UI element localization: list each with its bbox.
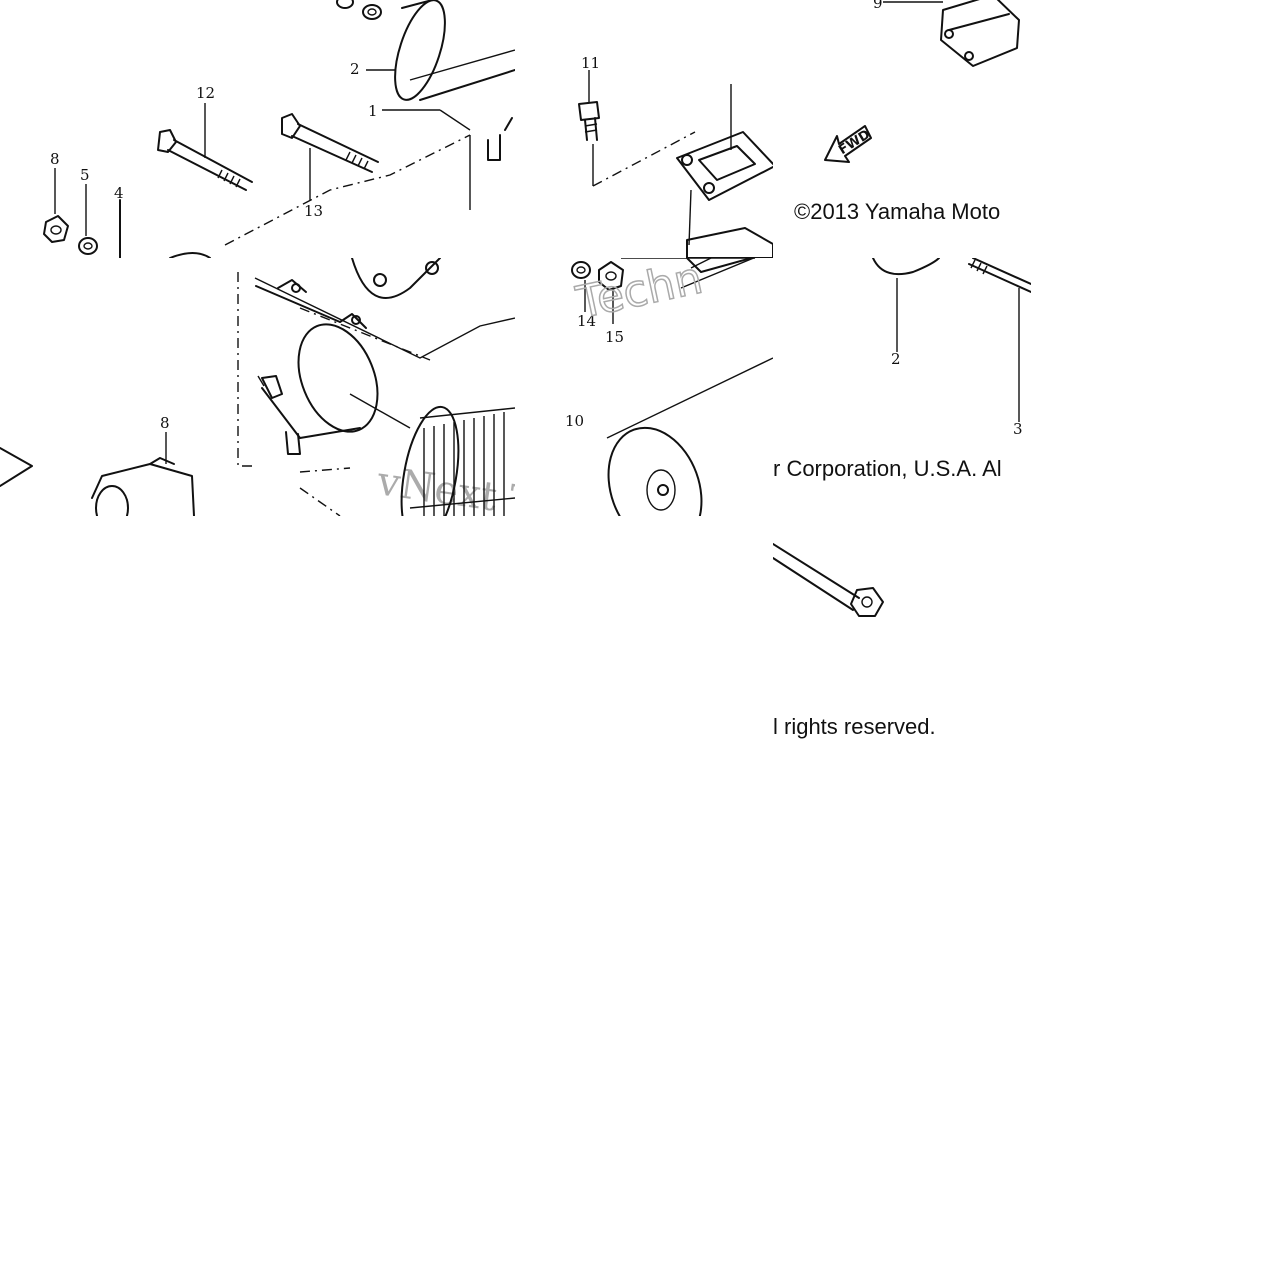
callout-10: 10 — [565, 412, 584, 430]
copyright-line-1: ©2013 Yamaha Moto — [794, 199, 1001, 224]
bolt-12 — [157, 129, 253, 191]
bolt-11 — [578, 101, 600, 141]
filter-element-10 — [400, 405, 515, 516]
callout-13: 13 — [304, 202, 323, 220]
callout-14: 14 — [577, 312, 596, 330]
diagram-tile-bottom-right: l rights reserved. — [773, 516, 1031, 774]
bolt-13 — [281, 113, 379, 173]
exhaust-elbow-9 — [883, 0, 1020, 67]
callout-1: 1 — [368, 102, 378, 120]
callout-12: 12 — [196, 84, 215, 102]
diagram-tile-top-right: 9 FWD ©2013 Yamaha Moto — [773, 0, 1031, 258]
edge-strut — [0, 447, 33, 487]
spacer-2 — [872, 258, 940, 352]
callout-3: 3 — [1013, 420, 1023, 438]
diagram-drawing-f: 2 3 — [872, 258, 1031, 438]
flange-gasket — [676, 84, 773, 201]
gasket-lower — [686, 227, 773, 258]
callout-2b: 2 — [891, 350, 901, 368]
muffler-canister — [255, 279, 379, 455]
washer-14 — [571, 261, 591, 279]
callout-6: 8 — [50, 150, 60, 168]
diagram-drawing-b: 11 — [578, 54, 773, 258]
diagram-drawing-a: 8 5 4 12 13 2 1 — [43, 0, 515, 258]
copyright-line-2: r Corporation, U.S.A. Al — [773, 456, 1002, 481]
fwd-label: FWD — [836, 127, 873, 158]
callout-5: 5 — [80, 166, 90, 184]
callout-15: 15 — [605, 328, 624, 346]
callout-11: 11 — [581, 54, 600, 72]
diagram-tile-middle-right: 2 3 r Corporation, U.S.A. Al — [773, 258, 1031, 516]
washer-pair — [336, 0, 382, 20]
diagram-drawing-g — [773, 543, 884, 617]
callout-8: 8 — [160, 414, 170, 432]
nut-15 — [598, 261, 624, 291]
callout-4: 4 — [114, 184, 124, 202]
end-cap-8 — [91, 432, 195, 516]
diagram-drawing-d: 8 vNext Te — [0, 258, 515, 516]
watermark-b: Techn — [572, 258, 707, 329]
clamp-ring — [351, 258, 441, 299]
diagram-tile-top-left: 8 5 4 12 13 2 1 — [0, 0, 515, 258]
diagram-drawing-c: 9 FWD — [824, 0, 1020, 163]
fwd-arrow: FWD — [824, 125, 873, 163]
diagram-tile-middle-middle: 10 14 15 Techn — [515, 258, 773, 516]
washer-5 — [78, 237, 98, 255]
diagram-tile-middle-left: 8 vNext Te — [0, 258, 515, 516]
muffler-body — [394, 0, 515, 161]
copyright-line-3: l rights reserved. — [773, 714, 936, 739]
long-bolt — [773, 543, 884, 617]
callout-2: 2 — [350, 60, 360, 78]
nut-6 — [43, 215, 69, 243]
diagram-tile-top-middle: 11 — [515, 0, 773, 258]
callout-9: 9 — [873, 0, 883, 12]
end-disc — [606, 258, 773, 516]
diagram-drawing-e: 10 14 15 Techn — [565, 258, 773, 516]
stud-3 — [968, 258, 1031, 422]
